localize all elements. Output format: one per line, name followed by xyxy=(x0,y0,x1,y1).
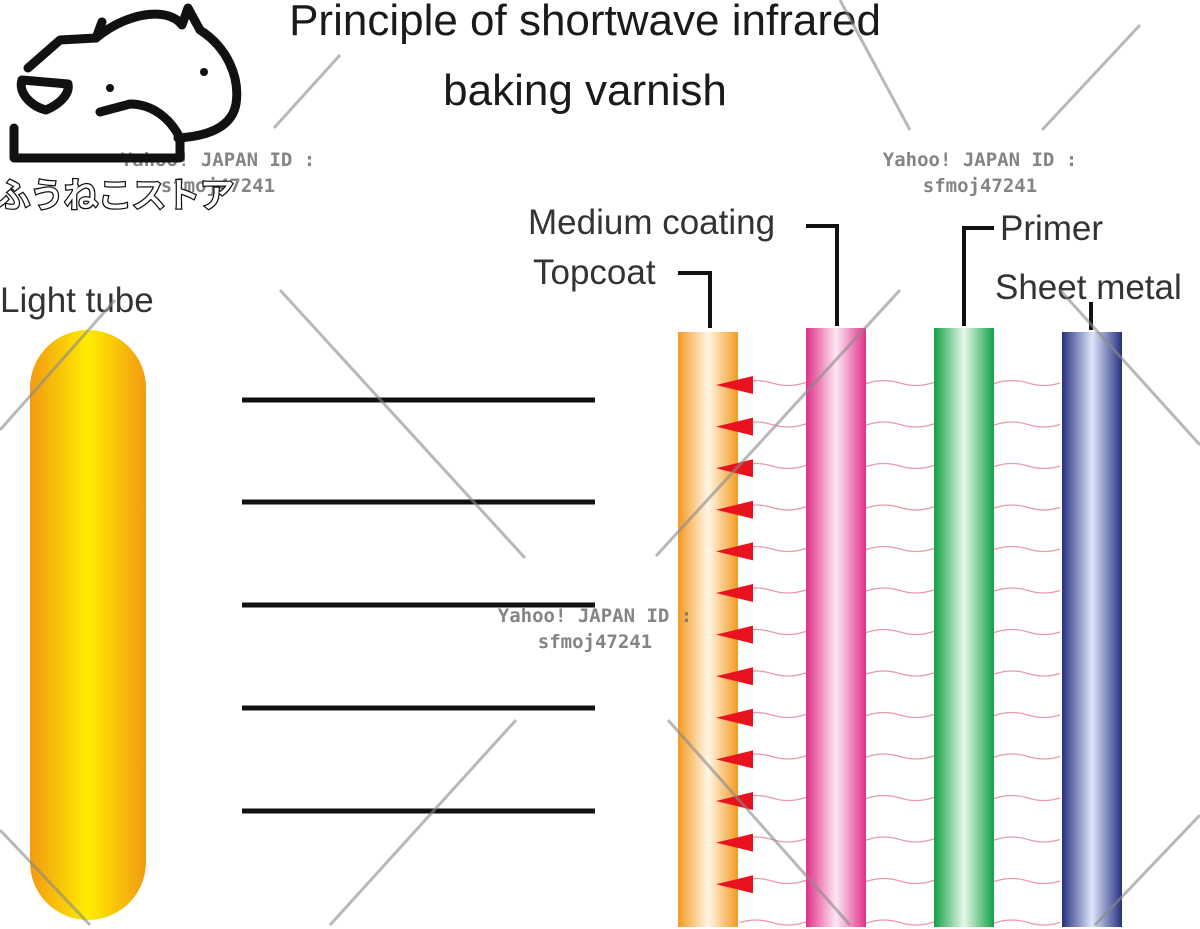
cat-head xyxy=(91,3,242,143)
heat-arrow xyxy=(716,584,753,602)
heat-arrow xyxy=(716,376,753,394)
primer-label: Primer xyxy=(1000,209,1103,248)
medium-coating-layer xyxy=(806,328,866,927)
title-line-2: baking varnish xyxy=(443,66,727,115)
heat-arrows xyxy=(716,376,753,894)
heat-arrow xyxy=(716,417,753,436)
topcoat-leader xyxy=(678,271,712,328)
cat-eye xyxy=(106,84,114,92)
store-name-watermark: ふうねこストア xyxy=(0,176,234,216)
infrared-wave xyxy=(739,545,1061,553)
infrared-wave xyxy=(739,877,1061,885)
light-tube xyxy=(30,330,146,920)
heat-arrow xyxy=(716,667,753,686)
infrared-wave xyxy=(739,421,1061,428)
infrared-waves xyxy=(739,379,1061,926)
infrared-wave xyxy=(739,711,1061,719)
heat-arrow xyxy=(716,875,753,894)
heat-arrow xyxy=(716,500,753,519)
primer-layer xyxy=(934,328,994,927)
heat-arrow xyxy=(716,459,753,478)
light-rays xyxy=(242,397,595,814)
watermark-id-value: sfmoj47241 xyxy=(923,175,1037,197)
cat-paw xyxy=(16,75,73,115)
infrared-wave xyxy=(739,836,1061,843)
light-tube-label: Light tube xyxy=(0,281,154,320)
heat-arrow xyxy=(716,708,753,727)
heat-arrow xyxy=(716,833,753,852)
sheet-metal-layer xyxy=(1062,332,1122,927)
infrared-wave xyxy=(739,753,1061,760)
infrared-wave xyxy=(739,587,1061,594)
infrared-wave xyxy=(739,504,1061,511)
infrared-wave xyxy=(739,670,1061,677)
watermark-id-value: sfmoj47241 xyxy=(161,175,275,197)
cat-eye xyxy=(200,68,208,76)
watermark-id-value: sfmoj47241 xyxy=(538,631,652,653)
infrared-wave xyxy=(739,794,1061,802)
medium-coating-label: Medium coating xyxy=(528,203,775,242)
sheet-metal-label: Sheet metal xyxy=(995,268,1182,307)
watermark-id-label: Yahoo! JAPAN ID : xyxy=(498,605,692,627)
cat-logo xyxy=(9,3,242,163)
cat-ear-left xyxy=(23,17,107,73)
infrared-wave xyxy=(739,379,1061,387)
infrared-wave xyxy=(739,628,1061,636)
primer-leader xyxy=(962,226,994,326)
watermark-id-label: Yahoo! JAPAN ID : xyxy=(883,149,1077,171)
title-line-1: Principle of shortwave infrared xyxy=(289,0,881,45)
infrared-wave xyxy=(739,919,1061,926)
topcoat-label: Topcoat xyxy=(533,253,656,292)
cat-body xyxy=(9,99,185,163)
infrared-wave xyxy=(739,462,1061,470)
medium-coating-leader xyxy=(806,224,839,326)
heat-arrow xyxy=(716,625,753,644)
heat-arrow xyxy=(716,750,753,769)
heat-arrow xyxy=(716,542,753,561)
topcoat-layer xyxy=(678,332,738,927)
